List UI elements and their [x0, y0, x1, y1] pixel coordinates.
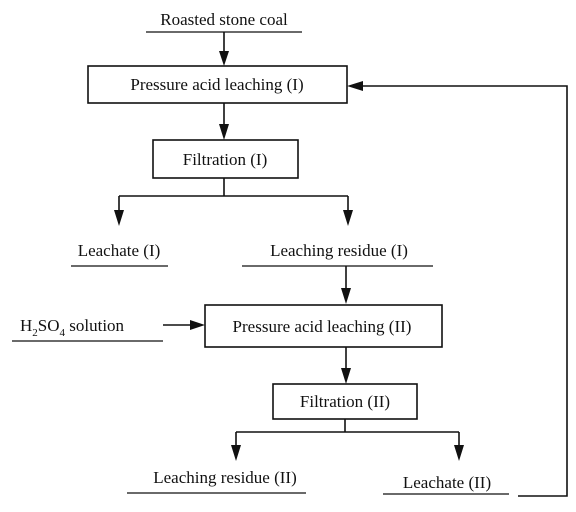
- process-box-pressure-acid-leaching-1: [87, 65, 348, 104]
- arrow-head-right: [190, 320, 205, 330]
- output-leachate-2: Leachate (II): [403, 473, 491, 492]
- process-box-pressure-acid-leaching-2: [204, 304, 443, 348]
- process-box-filtration-1: [152, 139, 299, 179]
- recycle-loop-line: [362, 85, 568, 497]
- process-label-filtration-1: Filtration (I): [183, 150, 268, 169]
- input-roasted-stone-coal: Roasted stone coal: [160, 10, 288, 29]
- arrow-head-left: [347, 81, 363, 91]
- arrow-head-down: [454, 445, 464, 461]
- arrow-head-down: [114, 210, 124, 226]
- input-h2so4-solution: H2SO4 solution: [20, 316, 125, 339]
- output-leaching-residue-2: Leaching residue (II): [153, 468, 296, 487]
- process-label-pressure-acid-leaching-1: Pressure acid leaching (I): [130, 75, 303, 94]
- arrow-head-down: [341, 288, 351, 304]
- arrow-head-down: [219, 51, 229, 66]
- arrow-head-down: [219, 124, 229, 140]
- output-leaching-residue-1: Leaching residue (I): [270, 241, 408, 260]
- process-label-pressure-acid-leaching-2: Pressure acid leaching (II): [233, 317, 412, 336]
- arrow-head-down: [343, 210, 353, 226]
- output-leachate-1: Leachate (I): [78, 241, 161, 260]
- process-label-filtration-2: Filtration (II): [300, 392, 390, 411]
- arrow-head-down: [341, 368, 351, 384]
- arrow-head-down: [231, 445, 241, 461]
